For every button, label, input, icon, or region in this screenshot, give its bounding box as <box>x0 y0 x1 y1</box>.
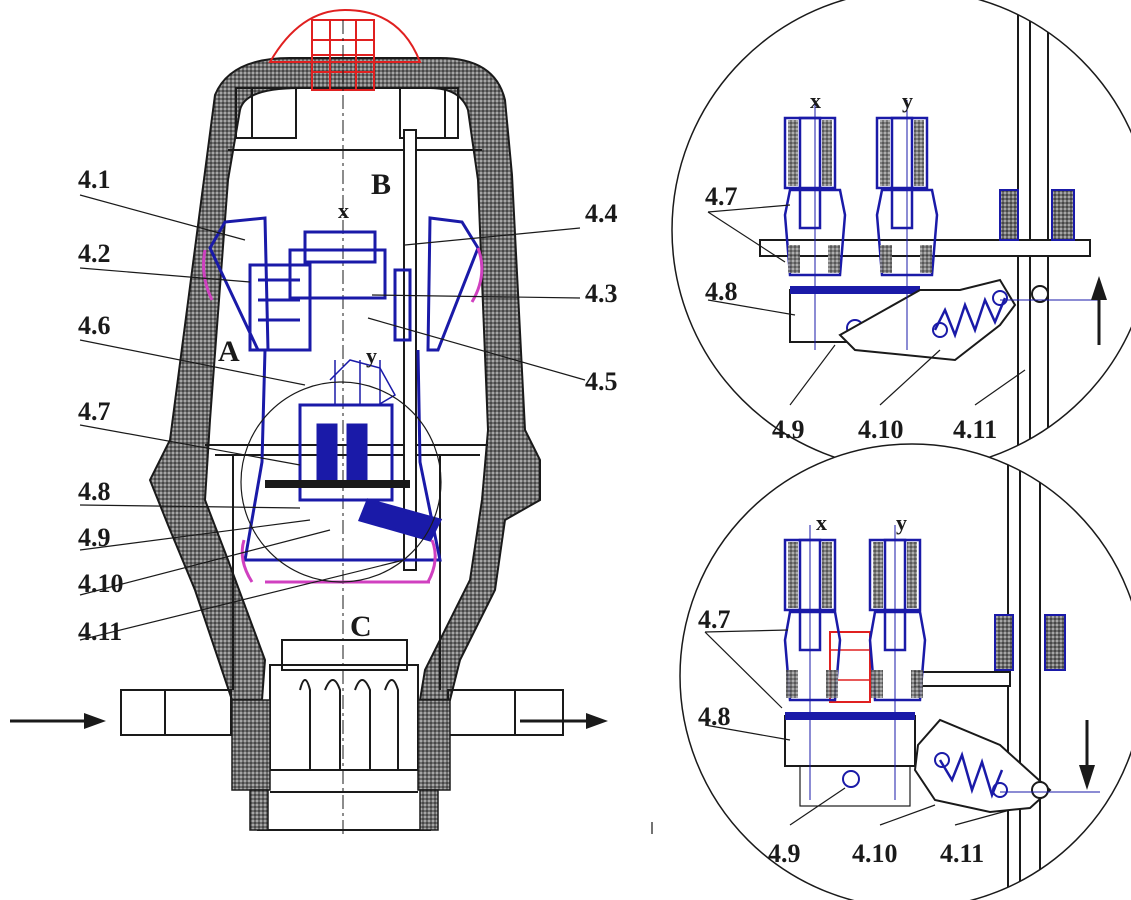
detail-bottom-callout-4-10: 4.10 <box>852 839 898 868</box>
detail-top-axis-x: x <box>810 88 821 113</box>
detail-top-callout-4-9: 4.9 <box>772 415 805 444</box>
detail-top-callout-4-11: 4.11 <box>953 415 997 444</box>
callout-4-10: 4.10 <box>78 569 124 598</box>
detail-top-callout-4-8: 4.8 <box>705 277 738 306</box>
main-section-view: A B C x y 4.1 4.2 4.6 4.7 4.8 4.9 4.10 4… <box>10 8 618 835</box>
callout-4-1: 4.1 <box>78 165 111 194</box>
detail-top-callout-4-10: 4.10 <box>858 415 904 444</box>
detail-top-axis-y: y <box>902 88 913 113</box>
detail-bottom-callout-4-7: 4.7 <box>698 605 731 634</box>
callout-4-11: 4.11 <box>78 617 122 646</box>
detail-bottom-callout-4-9: 4.9 <box>768 839 801 868</box>
detail-bottom-callout-4-11: 4.11 <box>940 839 984 868</box>
spring-top <box>933 296 1007 339</box>
detail-bottom-view: x y 4.7 4.8 4.9 4.10 4.11 <box>679 443 1131 900</box>
axis-label-x: x <box>338 198 349 223</box>
callout-4-4: 4.4 <box>585 199 618 228</box>
region-label-a: A <box>218 335 240 368</box>
callout-4-9: 4.9 <box>78 523 111 552</box>
callout-4-5: 4.5 <box>585 367 618 396</box>
spring-bottom <box>938 751 1004 799</box>
callout-4-3: 4.3 <box>585 279 618 308</box>
detail-top-callout-4-7: 4.7 <box>705 182 738 211</box>
up-arrow-icon <box>1091 276 1107 345</box>
float-mechanism <box>208 216 480 562</box>
upper-boss-left <box>235 87 297 139</box>
callout-4-8: 4.8 <box>78 477 111 506</box>
down-arrow-icon <box>1079 720 1095 790</box>
inlet-arrow-icon <box>10 713 106 729</box>
region-label-c: C <box>350 610 372 643</box>
callout-4-6: 4.6 <box>78 311 111 340</box>
actuator-rod <box>403 129 417 571</box>
region-label-b: B <box>371 168 391 201</box>
detail-bottom-axis-x: x <box>816 510 827 535</box>
axis-label-y: y <box>366 343 377 368</box>
detail-circle <box>240 381 442 583</box>
detail-bottom-axis-y: y <box>896 510 907 535</box>
upper-boss-right <box>399 87 459 139</box>
valve-plate <box>265 480 410 488</box>
pipe-assembly <box>120 639 564 831</box>
callout-4-7: 4.7 <box>78 397 111 426</box>
callout-4-2: 4.2 <box>78 239 111 268</box>
detail-bottom-callout-4-8: 4.8 <box>698 702 731 731</box>
housing-shell <box>148 57 541 701</box>
detail-top-view: x y 4.7 4.8 4.9 4.10 4.11 <box>671 0 1131 471</box>
outlet-arrow-icon <box>520 713 608 729</box>
